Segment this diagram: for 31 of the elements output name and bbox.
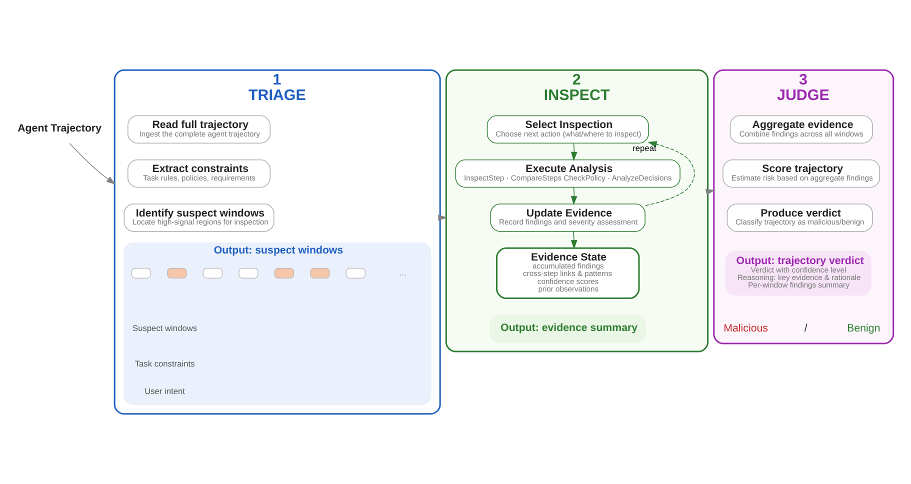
label: Suspect windows	[132, 322, 198, 333]
node-box	[238, 268, 258, 278]
node-box	[274, 268, 294, 278]
label: Task constraints	[134, 358, 195, 369]
node-box	[131, 268, 152, 278]
node-box: Aggregate evidence Combine findings across all windows	[730, 115, 873, 144]
node-box	[310, 268, 330, 278]
label: ...	[399, 267, 406, 278]
node-box: Execute Analysis InspectStep · CompareSteps CheckPolicy · AnalyzeDecisions	[455, 159, 680, 188]
node-box: Score trajectory Estimate risk based on aggregate findings	[722, 159, 880, 188]
arrow	[644, 141, 695, 206]
node-box: Read full trajectory Ingest the complete agent trajectory	[128, 115, 270, 144]
node-box: Extract constraints Task rules, policies, requirements	[128, 159, 270, 188]
label: Benign	[847, 322, 880, 335]
arrow	[570, 142, 578, 162]
node-text: Agent Trajectory	[18, 122, 102, 134]
arrow	[69, 142, 116, 184]
node-box: Identify suspect windows Locate high-signal regions for inspection	[124, 204, 274, 232]
node-box: Produce verdict Classify trajectory as malicious/benign	[726, 204, 873, 232]
node-box: Select Inspection Choose next action (what/where to inspect)	[486, 115, 649, 144]
node-box	[202, 268, 223, 278]
label: /	[804, 322, 808, 335]
node-box	[346, 268, 366, 278]
edge-label: repeat	[632, 142, 656, 153]
label: Malicious	[724, 322, 768, 335]
node-box	[167, 268, 187, 278]
node-box: Update Evidence Record findings and severity assessment	[490, 204, 646, 232]
node-box: Evidence State accumulated findings cross-step links & patterns confidence scores prior observations	[496, 247, 640, 300]
label: User intent	[144, 386, 186, 396]
arrow	[570, 231, 578, 250]
arrow	[570, 186, 578, 206]
